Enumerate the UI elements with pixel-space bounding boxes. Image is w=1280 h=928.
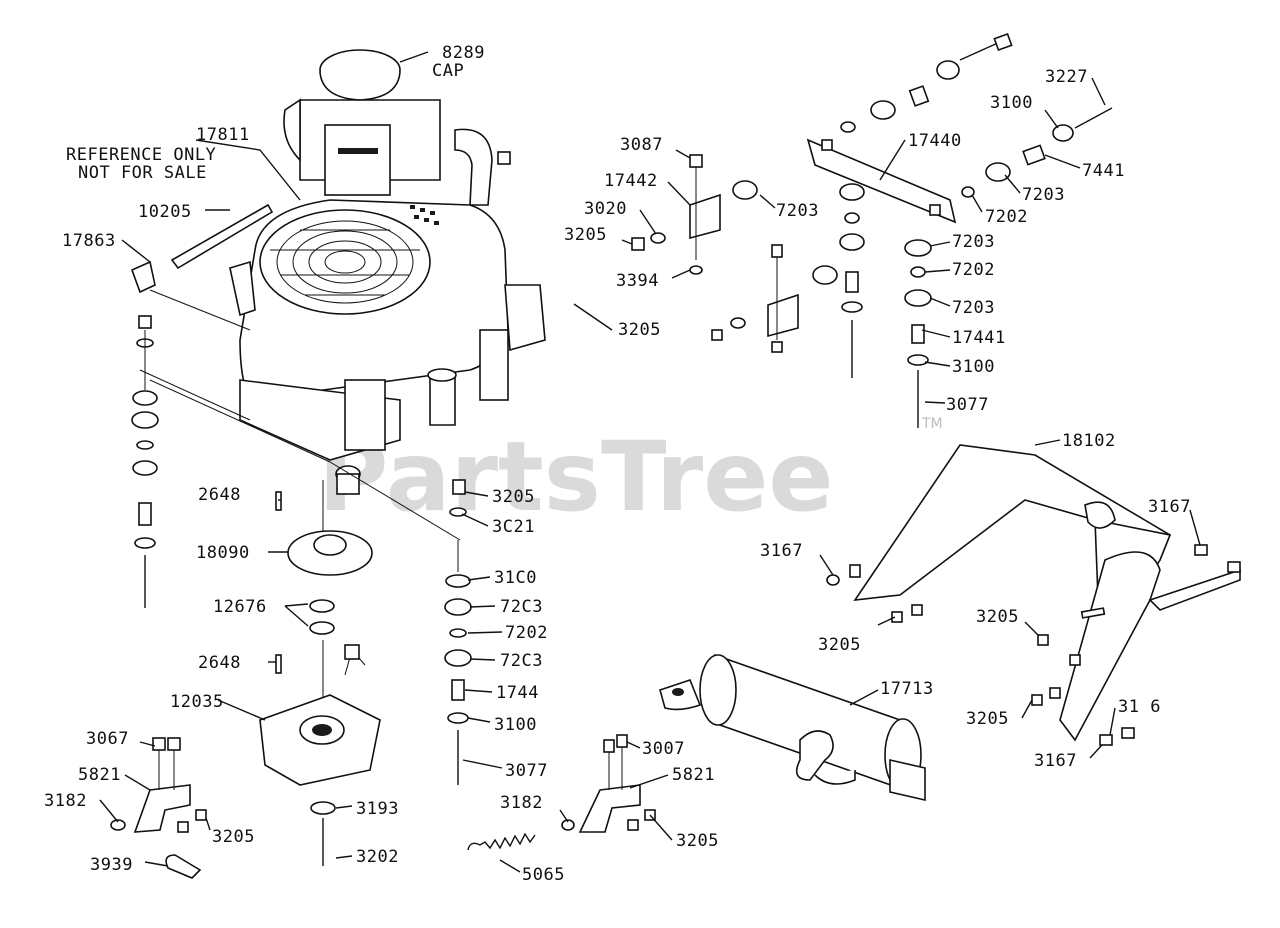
dipstick-tube — [130, 203, 274, 294]
callout-3020: 3020 — [584, 199, 627, 219]
callout-3205-deck-b: 3205 — [976, 607, 1019, 627]
callout-17440: 17440 — [908, 131, 962, 151]
deck-bracket — [826, 444, 1241, 746]
callout-17811: 17811 — [196, 125, 250, 145]
callout-18102: 18102 — [1062, 431, 1116, 451]
callout-labels: 8289 CAP 17811 REFERENCE ONLY NOT FOR SA… — [44, 43, 1191, 885]
callout-3021: 3C21 — [492, 517, 535, 537]
callout-3167-b: 3167 — [760, 541, 803, 561]
callout-3167-a: 3167 — [1148, 497, 1191, 517]
right-mount-stack — [444, 479, 472, 785]
callout-3077-a: 3077 — [505, 761, 548, 781]
callout-17442: 17442 — [604, 171, 658, 191]
callout-5821-left: 5821 — [78, 765, 121, 785]
callout-3394: 3394 — [616, 271, 659, 291]
callout-10205: 10205 — [138, 202, 192, 222]
callout-17441: 17441 — [952, 328, 1006, 348]
callout-17713: 17713 — [880, 679, 934, 699]
callout-7441: 7441 — [1082, 161, 1125, 181]
callout-18090: 18090 — [196, 543, 250, 563]
callout-3087: 3087 — [620, 135, 663, 155]
callout-3067: 3067 — [86, 729, 129, 749]
callout-3939: 3939 — [90, 855, 133, 875]
callout-3205-bracket: 3205 — [564, 225, 607, 245]
callout-1744: 1744 — [496, 683, 539, 703]
callout-3100-b: 3100 — [494, 715, 537, 735]
callout-12035: 12035 — [170, 692, 224, 712]
callout-7202-c: 7202 — [952, 260, 995, 280]
watermark: PartsTree — [318, 421, 833, 533]
callout-2648-low: 2648 — [198, 653, 241, 673]
leader-lines — [99, 51, 1201, 873]
callout-7203-b: 72C3 — [500, 651, 543, 671]
callout-7203-e: 7203 — [952, 232, 995, 252]
left-mount-stack — [131, 315, 159, 608]
callout-3205-deck-a: 3205 — [818, 635, 861, 655]
callout-7202-a: 7202 — [505, 623, 548, 643]
callout-2648-top: 2648 — [198, 485, 241, 505]
clutch-stack — [259, 480, 381, 866]
callout-3167-c: 3167 — [1034, 751, 1077, 771]
callout-3116: 31 6 — [1118, 697, 1161, 717]
callout-3077-b: 3077 — [946, 395, 989, 415]
callout-cap: CAP — [432, 61, 464, 81]
watermark-trademark: TM — [921, 416, 943, 432]
callout-3205-mid: 3205 — [492, 487, 535, 507]
callout-7203-f: 7203 — [952, 298, 995, 318]
callout-3007: 3007 — [642, 739, 685, 759]
upper-mount — [631, 32, 1113, 428]
callout-5821-right: 5821 — [672, 765, 715, 785]
callout-7202-b: 7202 — [985, 207, 1028, 227]
engine-assembly — [139, 49, 546, 541]
reference-note-line2: NOT FOR SALE — [78, 163, 207, 183]
callout-3182-right: 3182 — [500, 793, 543, 813]
muffler — [659, 653, 926, 802]
callout-3202: 3202 — [356, 847, 399, 867]
callout-7203-a: 72C3 — [500, 597, 543, 617]
reference-note-line1: REFERENCE ONLY — [66, 145, 216, 165]
callout-8289: 8289 — [442, 43, 485, 63]
callout-3227: 3227 — [1045, 67, 1088, 87]
callout-3100-c: 3100 — [990, 93, 1033, 113]
callout-3205-left: 3205 — [212, 827, 255, 847]
callout-7203-d: 7203 — [1022, 185, 1065, 205]
callout-7203-c: 7203 — [776, 201, 819, 221]
callout-3205-deck-c: 3205 — [966, 709, 1009, 729]
callout-17863: 17863 — [62, 231, 116, 251]
left-bracket — [110, 737, 207, 879]
callout-5065: 5065 — [522, 865, 565, 885]
callout-3182-left: 3182 — [44, 791, 87, 811]
callout-3205-engine: 3205 — [618, 320, 661, 340]
right-bracket — [467, 734, 656, 851]
callout-3100-d: 3100 — [952, 357, 995, 377]
callout-3205-right: 3205 — [676, 831, 719, 851]
callout-3100-a: 31C0 — [494, 568, 537, 588]
callout-12676: 12676 — [213, 597, 267, 617]
callout-3193: 3193 — [356, 799, 399, 819]
